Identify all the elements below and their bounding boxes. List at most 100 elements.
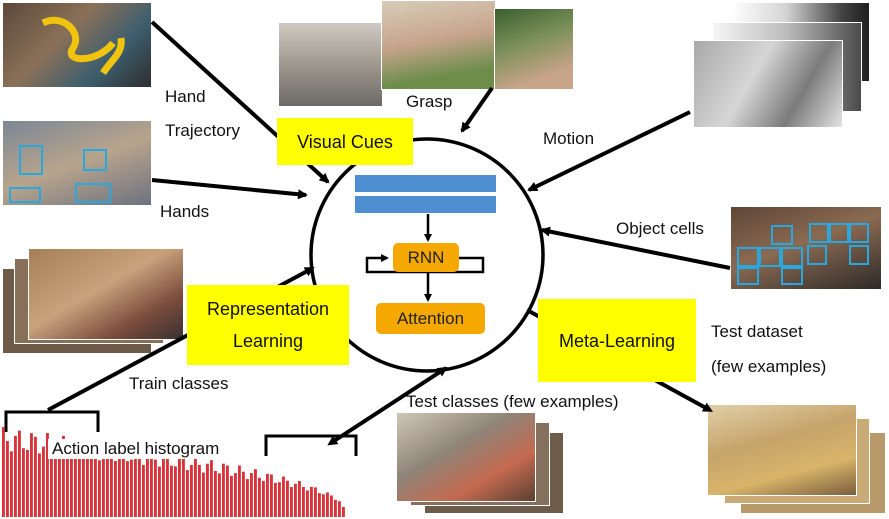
object-cells-label: Object cells	[616, 219, 704, 238]
histogram-bar	[270, 474, 273, 517]
histogram-bar	[6, 440, 9, 517]
histogram-bar	[22, 448, 25, 517]
motion-image-front	[693, 40, 843, 128]
rnn-block: RNN	[393, 243, 459, 272]
histogram-bar	[54, 455, 57, 517]
histogram-bar	[126, 461, 129, 517]
hand-box	[83, 149, 107, 171]
object-cell-box	[737, 267, 759, 285]
motion-label: Motion	[543, 129, 595, 148]
histogram-bar	[110, 455, 113, 517]
object-cell-box	[807, 245, 827, 265]
object-cell-box	[771, 225, 793, 245]
object-cell-box	[849, 245, 869, 265]
object-cell-box	[759, 247, 781, 267]
histogram-bar	[90, 439, 93, 517]
test-classes-arrow	[327, 366, 448, 446]
hand-box	[75, 183, 111, 203]
test-dataset-label: Test dataset	[711, 322, 803, 341]
hand-box	[9, 187, 41, 203]
histogram-bar	[214, 471, 217, 517]
train-image-front	[28, 248, 184, 340]
histogram-bar	[154, 459, 157, 517]
histogram-bar	[310, 486, 313, 517]
histogram-bar	[34, 436, 37, 517]
histogram-bar	[190, 464, 193, 517]
histogram-bar	[130, 459, 133, 517]
histogram-bar	[234, 473, 237, 517]
histogram-bar	[342, 507, 345, 517]
histogram-bar	[170, 465, 173, 517]
object-cell-box	[849, 223, 869, 243]
representation-learning-box: Representation Learning	[187, 285, 349, 365]
grasp-label: Grasp	[406, 92, 453, 111]
histogram-bar	[250, 472, 253, 517]
histogram-bar	[262, 480, 265, 517]
train-bracket	[4, 410, 100, 432]
histogram-bar	[326, 492, 329, 517]
histogram-bar	[94, 448, 97, 517]
train-classes-label: Train classes	[129, 374, 229, 393]
histogram-bar	[182, 458, 185, 517]
histogram-bar	[338, 501, 341, 517]
histogram-bar	[254, 469, 257, 517]
histogram-bar	[74, 440, 77, 517]
histogram-bar	[86, 453, 89, 517]
attention-block: Attention	[376, 303, 485, 334]
histogram-bar	[58, 442, 61, 517]
hand-box	[19, 145, 43, 175]
histogram-bar	[118, 447, 121, 517]
histogram-bar	[46, 433, 49, 517]
histogram-bar	[178, 454, 181, 517]
feature-bar-2	[355, 196, 496, 213]
action-label-histogram	[2, 427, 345, 517]
histogram-bar	[114, 460, 117, 517]
trajectory-overlay-icon	[41, 16, 125, 75]
histogram-bar	[82, 457, 85, 517]
histogram-bar	[218, 473, 221, 517]
histogram-bar	[2, 427, 5, 517]
histogram-bar	[42, 446, 45, 517]
rnn-label: RNN	[407, 247, 445, 267]
histogram-bar	[278, 482, 281, 517]
histogram-bar	[106, 441, 109, 517]
histogram-bar	[186, 470, 189, 517]
hands-image	[2, 120, 152, 206]
histogram-bar	[274, 482, 277, 517]
histogram-bar	[102, 449, 105, 517]
histogram-bar	[282, 476, 285, 517]
model-arrows	[365, 214, 485, 302]
object-cell-box	[737, 247, 759, 267]
histogram-bar	[70, 455, 73, 517]
histogram-bar	[198, 464, 201, 517]
histogram-bar	[166, 452, 169, 517]
histogram-bar	[122, 446, 125, 517]
visual-cues-box: Visual Cues	[277, 118, 413, 165]
meta-learning-box: Meta-Learning	[538, 299, 696, 382]
histogram-bar	[150, 448, 153, 517]
histogram-bar	[18, 430, 21, 517]
histogram-bar	[62, 435, 65, 517]
object-cells-arrow	[540, 226, 731, 270]
grasp-image-2	[381, 0, 496, 90]
hands-label: Hands	[160, 202, 210, 221]
histogram-bar	[322, 494, 325, 517]
histogram-bar	[134, 446, 137, 517]
histogram-bar	[302, 487, 305, 517]
histogram-bar	[298, 481, 301, 517]
histogram-bar	[334, 499, 337, 517]
histogram-bar	[202, 472, 205, 517]
histogram-bar	[266, 473, 269, 517]
grasp-image-3	[494, 8, 574, 90]
hand-trajectory-image	[2, 2, 152, 88]
histogram-bar	[26, 449, 29, 517]
object-cell-box	[809, 223, 829, 243]
histogram-label: Action label histogram	[48, 439, 224, 459]
histogram-bar	[38, 453, 41, 517]
few-examples-label: (few examples)	[711, 357, 827, 376]
histogram-bar	[10, 451, 13, 517]
representation-label: Representation	[206, 299, 330, 319]
motion-arrow	[527, 110, 691, 192]
histogram-bar	[210, 460, 213, 517]
